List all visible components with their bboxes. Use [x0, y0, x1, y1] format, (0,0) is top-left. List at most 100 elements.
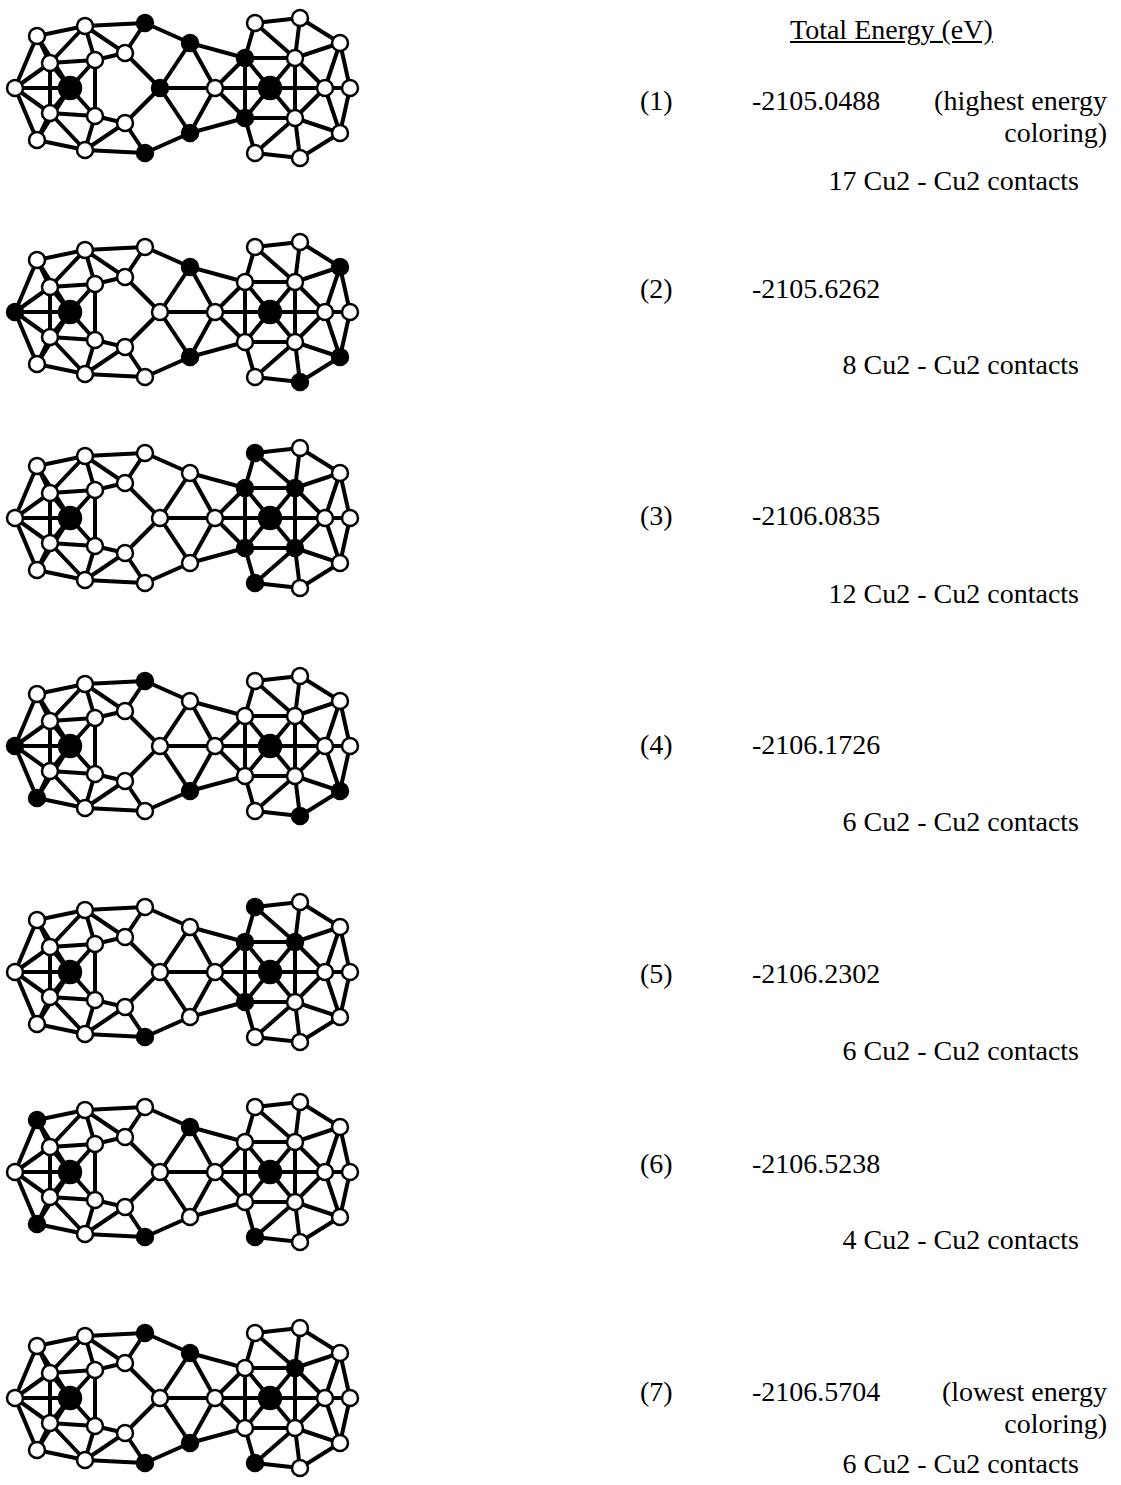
callout-number: (5) — [640, 958, 673, 990]
atom-sphere — [7, 738, 23, 754]
atom-sphere — [77, 1226, 93, 1242]
atom-sphere — [59, 1387, 81, 1409]
atom-sphere — [77, 1102, 93, 1118]
atom-sphere — [87, 1136, 103, 1152]
atom-sphere — [342, 80, 358, 96]
atom-sphere — [7, 510, 23, 526]
atom-sphere — [287, 50, 303, 66]
atom-sphere — [287, 480, 303, 496]
cluster-drawing — [7, 668, 358, 824]
atom-sphere — [42, 1365, 58, 1381]
atom-sphere — [237, 1360, 253, 1376]
atom-sphere — [332, 1345, 348, 1361]
atom-sphere — [287, 274, 303, 290]
atom-sphere — [237, 50, 253, 66]
atom-sphere — [237, 708, 253, 724]
atom-sphere — [29, 790, 45, 806]
atom-sphere — [287, 994, 303, 1010]
contact-count: 8 Cu2 - Cu2 contacts — [843, 349, 1079, 381]
atom-sphere — [77, 448, 93, 464]
atom-sphere — [247, 369, 263, 385]
atom-sphere — [29, 686, 45, 702]
atom-sphere — [77, 1026, 93, 1042]
note: (lowest energy coloring) — [892, 1376, 1107, 1440]
atom-sphere — [182, 35, 198, 51]
atom-sphere — [292, 1320, 308, 1336]
atom-sphere — [247, 1325, 263, 1341]
atom-sphere — [237, 994, 253, 1010]
atom-sphere — [42, 939, 58, 955]
atom-sphere — [77, 572, 93, 588]
atom-sphere — [87, 332, 103, 348]
atom-sphere — [152, 1164, 168, 1180]
atom-sphere — [152, 80, 168, 96]
atom-sphere — [332, 919, 348, 935]
contact-count: 6 Cu2 - Cu2 contacts — [843, 806, 1079, 838]
atom-sphere — [29, 28, 45, 44]
atom-sphere — [87, 992, 103, 1008]
atom-sphere — [287, 708, 303, 724]
atom-sphere — [29, 252, 45, 268]
atom-sphere — [42, 55, 58, 71]
atom-sphere — [247, 445, 263, 461]
atom-sphere — [237, 1194, 253, 1210]
atom-sphere — [137, 1325, 153, 1341]
atom-sphere — [287, 1194, 303, 1210]
atom-sphere — [137, 239, 153, 255]
atom-sphere — [87, 710, 103, 726]
atom-sphere — [292, 234, 308, 250]
column-heading: Total Energy (eV) — [790, 14, 993, 46]
cluster-drawing — [7, 894, 358, 1050]
atom-sphere — [342, 964, 358, 980]
atom-sphere — [7, 304, 23, 320]
atom-sphere — [59, 735, 81, 757]
atom-sphere — [152, 304, 168, 320]
atom-sphere — [332, 1209, 348, 1225]
atom-sphere — [87, 52, 103, 68]
atom-sphere — [77, 800, 93, 816]
atom-sphere — [117, 999, 133, 1015]
atom-sphere — [29, 912, 45, 928]
atom-sphere — [87, 538, 103, 554]
atom-sphere — [237, 768, 253, 784]
callout-number: (6) — [640, 1148, 673, 1180]
atom-sphere — [247, 1029, 263, 1045]
energy-value: -2106.5238 — [752, 1148, 880, 1180]
cluster-drawing — [7, 234, 358, 390]
atom-sphere — [342, 304, 358, 320]
atom-sphere — [87, 1362, 103, 1378]
atom-sphere — [137, 15, 153, 31]
atom-sphere — [29, 1016, 45, 1032]
atom-sphere — [87, 1192, 103, 1208]
atom-sphere — [247, 1099, 263, 1115]
atom-sphere — [77, 18, 93, 34]
atom-sphere — [42, 1189, 58, 1205]
atom-sphere — [7, 80, 23, 96]
atom-sphere — [87, 936, 103, 952]
atom-sphere — [117, 1425, 133, 1441]
atom-sphere — [42, 329, 58, 345]
atom-sphere — [29, 132, 45, 148]
atom-sphere — [247, 899, 263, 915]
atom-sphere — [247, 673, 263, 689]
atom-sphere — [247, 1229, 263, 1245]
atom-sphere — [332, 125, 348, 141]
atom-sphere — [117, 545, 133, 561]
energy-value: -2106.0835 — [752, 500, 880, 532]
atom-sphere — [59, 961, 81, 983]
atom-sphere — [29, 1442, 45, 1458]
atom-sphere — [152, 1390, 168, 1406]
atom-sphere — [42, 279, 58, 295]
atom-sphere — [42, 713, 58, 729]
atom-sphere — [152, 738, 168, 754]
atom-sphere — [287, 768, 303, 784]
atom-sphere — [292, 1234, 308, 1250]
atom-sphere — [42, 535, 58, 551]
atom-sphere — [59, 301, 81, 323]
atom-sphere — [259, 735, 281, 757]
atom-sphere — [237, 110, 253, 126]
callout-number: (2) — [640, 273, 673, 305]
atom-sphere — [117, 773, 133, 789]
callout-number: (7) — [640, 1376, 673, 1408]
atom-sphere — [237, 934, 253, 950]
